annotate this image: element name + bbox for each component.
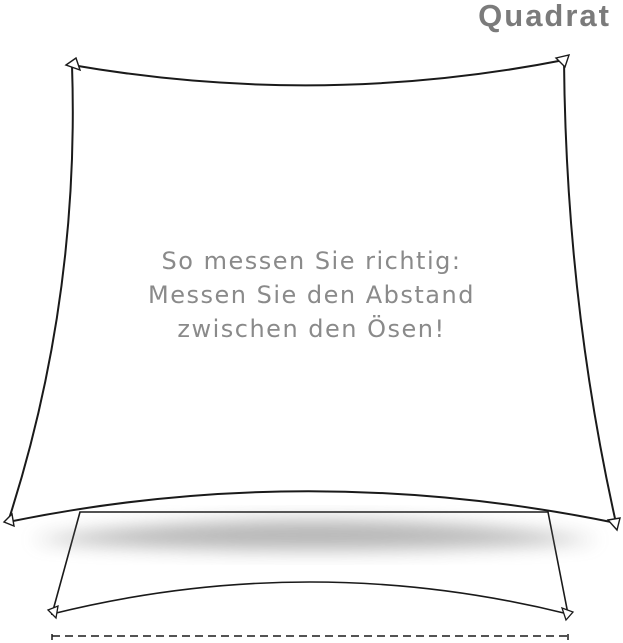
eyelet-icon — [606, 517, 621, 532]
sail-shadow — [30, 520, 600, 550]
shape-title: Quadrat — [478, 0, 611, 33]
instruction-line-1: So messen Sie richtig: — [161, 247, 462, 275]
eyelet-icon — [46, 604, 59, 620]
eyelet-icon — [64, 56, 82, 72]
instruction-line-2: Messen Sie den Abstand — [148, 281, 475, 309]
measuring-instruction: So messen Sie richtig: Messen Sie den Ab… — [0, 244, 623, 346]
measurement-line — [51, 634, 569, 640]
eyelet-icon — [2, 512, 15, 528]
eyelet-icon — [560, 606, 575, 622]
instruction-line-3: zwischen den Ösen! — [177, 315, 446, 343]
eyelet-icon — [554, 54, 571, 69]
